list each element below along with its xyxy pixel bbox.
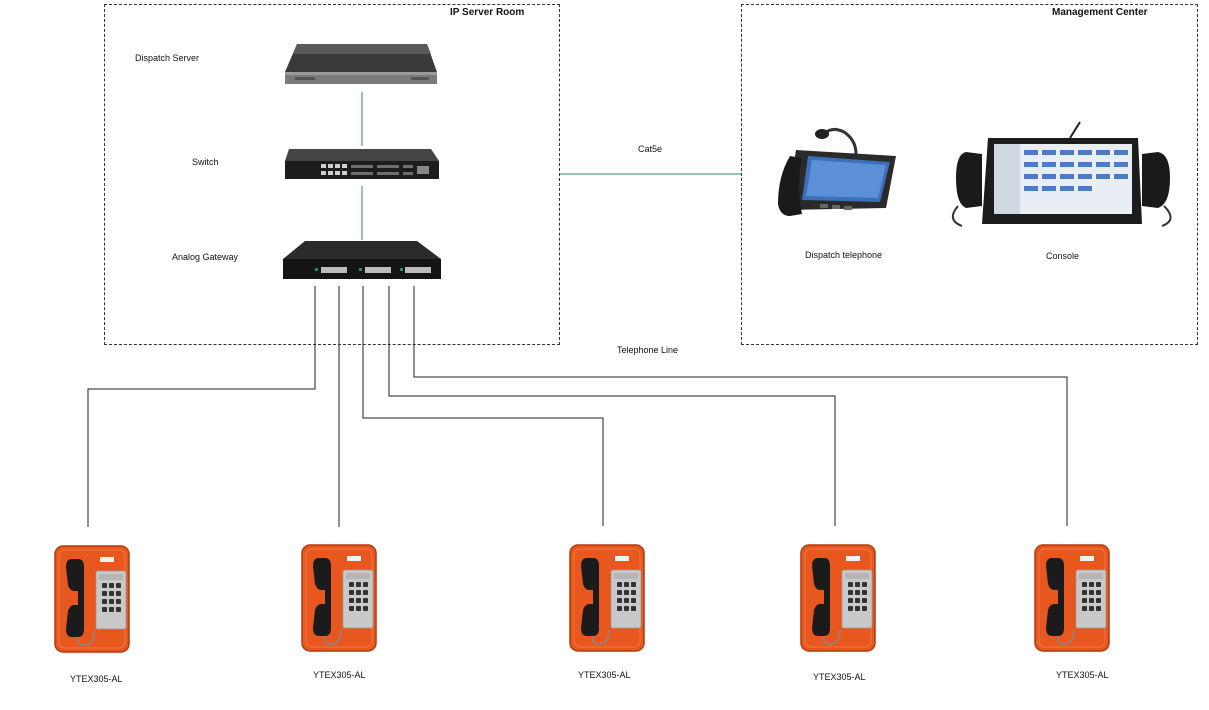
management-center-title: Management Center	[1052, 7, 1148, 18]
emergency-phone-label: YTEX305-AL	[578, 670, 631, 680]
emergency-phone-label: YTEX305-AL	[813, 672, 866, 682]
emergency-phone-label: YTEX305-AL	[313, 670, 366, 680]
emergency-phone	[569, 544, 645, 657]
emergency-phone-icon	[569, 544, 645, 652]
analog-gateway-label: Analog Gateway	[172, 252, 239, 262]
telephone-lines	[87, 286, 1068, 527]
emergency-phone	[800, 544, 876, 657]
switch-icon	[285, 149, 439, 179]
console-label: Console	[1046, 251, 1080, 261]
phone-line-4	[388, 286, 836, 526]
emergency-phone	[301, 544, 377, 657]
phone-line-5	[413, 286, 1068, 526]
dispatch-server-label: Dispatch Server	[135, 53, 200, 63]
telephone-line-label: Telephone Line	[617, 345, 679, 355]
network-links	[361, 92, 741, 240]
emergency-phone	[54, 545, 130, 658]
emergency-phone	[1034, 544, 1110, 657]
emergency-phone-icon	[301, 544, 377, 652]
dispatch-telephone-icon	[778, 127, 896, 216]
emergency-phone-icon	[800, 544, 876, 652]
emergency-phone-label: YTEX305-AL	[70, 674, 123, 684]
emergency-phone-icon	[1034, 544, 1110, 652]
cat5e-label: Cat5e	[638, 144, 663, 154]
ip-server-room-title: IP Server Room	[450, 7, 525, 18]
switch-label: Switch	[192, 157, 219, 167]
phone-line-1	[87, 286, 316, 527]
ip-server-room-region	[104, 4, 560, 345]
management-center-region	[741, 4, 1198, 345]
emergency-phone-label: YTEX305-AL	[1056, 670, 1109, 680]
dispatch-server-icon	[285, 44, 437, 84]
emergency-phone-icon	[54, 545, 130, 653]
analog-gateway-icon	[283, 241, 441, 279]
phone-line-3	[362, 286, 604, 526]
console-icon	[951, 121, 1172, 227]
dispatch-telephone-label: Dispatch telephone	[805, 250, 883, 260]
